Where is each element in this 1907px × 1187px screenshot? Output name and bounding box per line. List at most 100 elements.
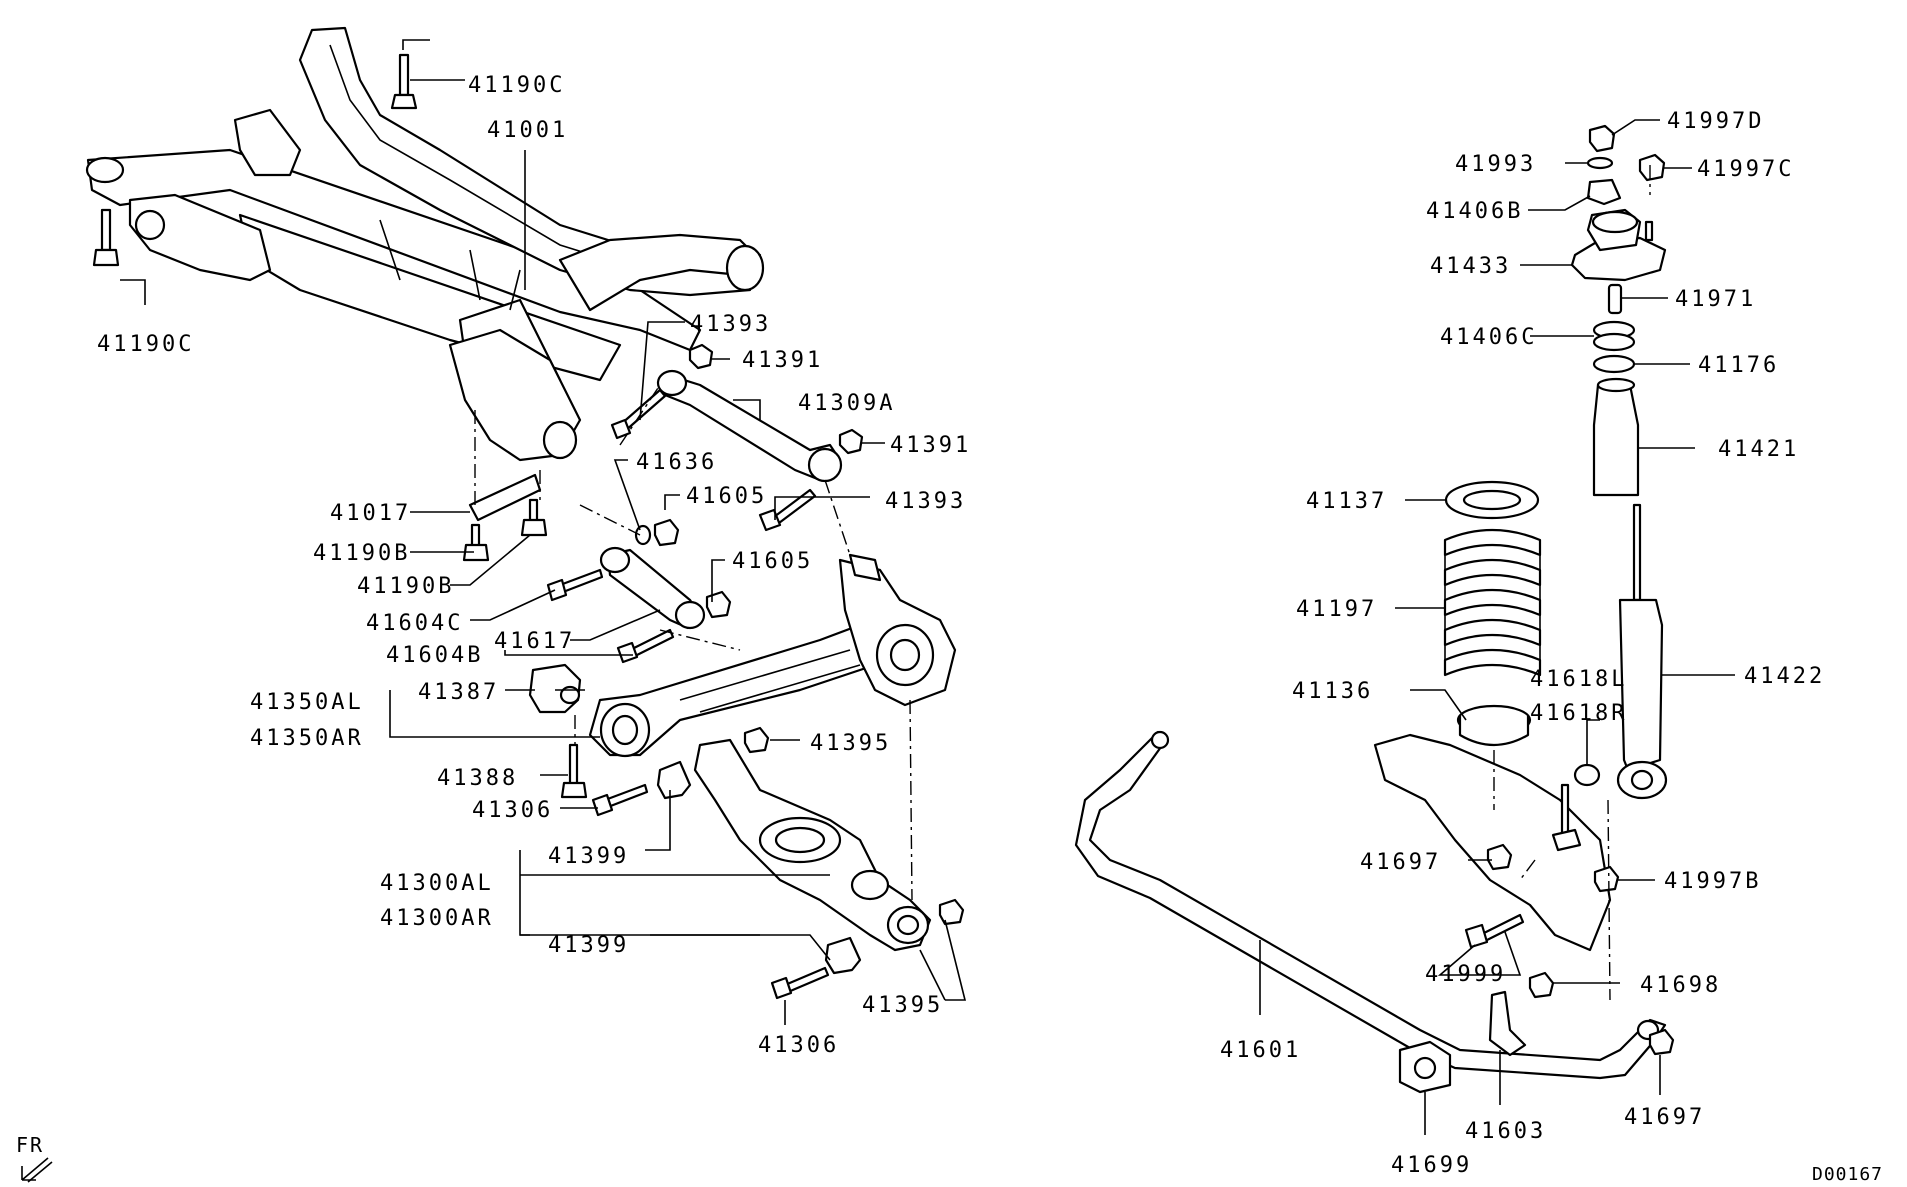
bolt-41190c-top (390, 53, 418, 110)
label-41190b-a: 41190B (313, 541, 410, 566)
label-41605-b: 41605 (732, 549, 813, 574)
bracket-41603 (1488, 990, 1527, 1057)
label-41399-b: 41399 (548, 933, 629, 958)
label-41421: 41421 (1718, 437, 1799, 462)
label-41393-a: 41393 (690, 312, 771, 337)
nut-41605-b (705, 590, 732, 619)
label-41300ar: 41300AR (380, 906, 494, 931)
label-41176: 41176 (1698, 353, 1779, 378)
mount-41433 (1570, 208, 1667, 282)
spring-pad-41136 (1456, 704, 1532, 746)
label-41309a: 41309A (798, 391, 895, 416)
label-41601: 41601 (1220, 1038, 1301, 1063)
assembly-line (579, 504, 641, 536)
dust-boot-41421 (1592, 377, 1640, 497)
label-41997b: 41997B (1664, 869, 1761, 894)
label-41136: 41136 (1292, 679, 1373, 704)
label-41617: 41617 (494, 629, 575, 654)
label-41387: 41387 (418, 680, 499, 705)
label-41391-a: 41391 (742, 348, 823, 373)
label-41971: 41971 (1675, 287, 1756, 312)
label-41350ar: 41350AR (250, 726, 364, 751)
label-41197: 41197 (1296, 597, 1377, 622)
label-41190c-left: 41190C (97, 332, 194, 357)
assembly-line (1607, 799, 1611, 1001)
nut-41395-a (743, 726, 770, 754)
bolt-41306-a (591, 783, 649, 817)
bolt-41604c (546, 568, 604, 602)
assembly-line (824, 479, 851, 556)
coil-spring-41197 (1443, 528, 1542, 677)
stabilizer-bar-41601 (1074, 730, 1667, 1080)
direction-label: FR (16, 1133, 44, 1157)
bushing-41406b (1586, 178, 1622, 206)
bolt-41190b-a (462, 523, 490, 562)
lower-arm-41300 (693, 738, 932, 952)
nut-41697-b (1648, 1028, 1675, 1056)
label-41603: 41603 (1465, 1119, 1546, 1144)
diagram-code: D00167 (1812, 1164, 1883, 1185)
label-41306-b: 41306 (758, 1033, 839, 1058)
part-number-labels: 41190C 41001 41190C 41393 41391 41309A 4… (16, 73, 1883, 1185)
lower-arm-outline (1373, 733, 1612, 952)
spring-seat-41137 (1444, 480, 1540, 520)
leader-lines (120, 39, 1735, 1135)
bolt-41388 (560, 743, 588, 799)
bushing-41699 (1398, 1040, 1452, 1094)
bushing-41406c (1592, 320, 1636, 352)
label-41001: 41001 (487, 118, 568, 143)
nut-41391-a (688, 343, 714, 370)
nut-41997b (1593, 865, 1620, 893)
assembly-line (909, 699, 913, 901)
label-41618l: 41618L (1530, 667, 1627, 692)
label-41388: 41388 (437, 766, 518, 791)
nut-41395-b (938, 898, 965, 926)
trailing-arm-41350 (588, 608, 932, 758)
label-41017: 41017 (330, 501, 411, 526)
label-41605-a: 41605 (686, 484, 767, 509)
label-41433: 41433 (1430, 254, 1511, 279)
label-41698: 41698 (1640, 973, 1721, 998)
bolt-41698 (1528, 971, 1555, 999)
front-direction-arrow-icon (21, 1157, 53, 1183)
label-41395-b: 41395 (862, 993, 943, 1018)
label-41997d: 41997D (1667, 109, 1764, 134)
label-41999: 41999 (1425, 962, 1506, 987)
label-41406b: 41406B (1426, 199, 1523, 224)
knuckle (838, 553, 957, 707)
label-41190c-top: 41190C (468, 73, 565, 98)
bolt-41604b (616, 628, 675, 664)
bushing-41387 (528, 663, 582, 714)
label-41300al: 41300AL (380, 871, 494, 896)
label-41391-b: 41391 (890, 433, 971, 458)
shock-absorber-41422 (1616, 503, 1668, 800)
label-41422: 41422 (1744, 664, 1825, 689)
label-41350al: 41350AL (250, 690, 364, 715)
bolt-41190b-b (520, 498, 548, 537)
label-41406c: 41406C (1440, 325, 1537, 350)
bolt-41999 (1464, 913, 1525, 949)
label-41697-b: 41697 (1624, 1105, 1705, 1130)
label-41993: 41993 (1455, 152, 1536, 177)
washer-41636 (634, 524, 652, 546)
nut-41391-b (838, 428, 864, 455)
assembly-line (1519, 859, 1536, 881)
label-41395-a: 41395 (810, 731, 891, 756)
upper-arm-41309a (656, 369, 843, 483)
bolt-41190c-left (92, 208, 120, 267)
label-41306-a: 41306 (472, 798, 553, 823)
label-41618r: 41618R (1530, 701, 1627, 726)
label-41137: 41137 (1306, 489, 1387, 514)
label-41699: 41699 (1391, 1153, 1472, 1178)
label-41604c: 41604C (366, 611, 463, 636)
washer-41993 (1586, 156, 1614, 170)
bushing-41399-a (656, 760, 692, 800)
toe-link-41617 (599, 546, 706, 630)
assembly-line (659, 629, 741, 651)
nut-41605-a (653, 518, 680, 547)
nut-41997c (1638, 153, 1666, 182)
stabilizer-link-41618 (1551, 763, 1601, 852)
label-41190b-b: 41190B (357, 574, 454, 599)
bushing-41399-b (824, 936, 862, 975)
